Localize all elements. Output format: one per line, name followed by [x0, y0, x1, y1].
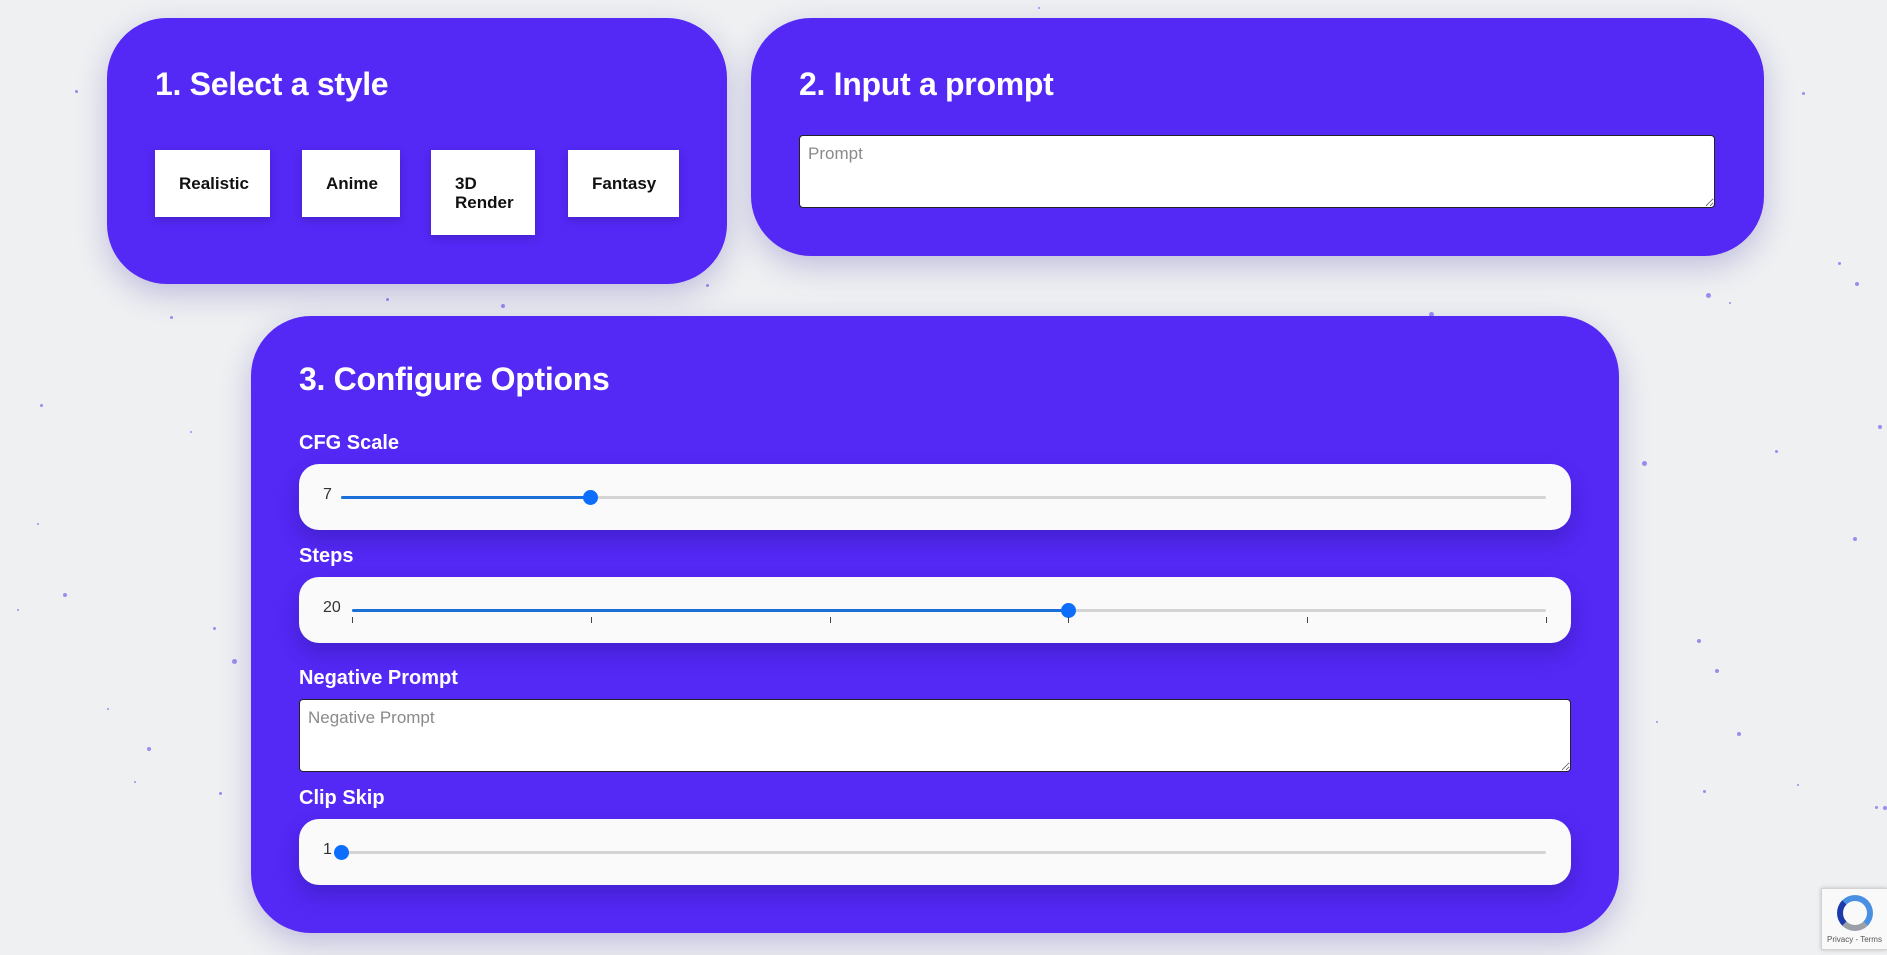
background-dot [170, 316, 173, 319]
background-dot [1853, 537, 1857, 541]
background-dot [147, 747, 151, 751]
background-dot [1838, 262, 1841, 265]
background-dot [501, 304, 505, 308]
cfg-scale-value: 7 [323, 486, 332, 503]
background-dot [1729, 302, 1731, 304]
background-dot [1875, 806, 1878, 809]
steps-thumb[interactable] [1060, 603, 1076, 618]
recaptcha-links[interactable]: Privacy - Terms [1827, 935, 1882, 944]
steps-tick [829, 617, 831, 623]
background-dot [1883, 806, 1887, 810]
background-dot [37, 523, 39, 525]
style-button-anime[interactable]: Anime [302, 150, 400, 217]
background-dot [1797, 784, 1799, 786]
steps-tick [1307, 617, 1309, 623]
clip-skip-track[interactable] [333, 845, 1546, 860]
style-button-fantasy[interactable]: Fantasy [568, 150, 679, 217]
background-dot [1703, 790, 1706, 793]
prompt-card: 2. Input a prompt [751, 18, 1764, 256]
background-dot [17, 609, 19, 611]
background-dot [1775, 450, 1778, 453]
prompt-card-title: 2. Input a prompt [799, 66, 1054, 102]
background-dot [1802, 92, 1805, 95]
background-dot [107, 708, 109, 710]
prompt-input[interactable] [799, 135, 1715, 208]
background-dot [706, 284, 709, 287]
background-dot [75, 90, 78, 93]
background-dot [63, 593, 67, 597]
style-button-3d-render-line1: 3D [455, 173, 477, 193]
clip-skip-label: Clip Skip [299, 787, 385, 809]
background-dot [40, 404, 43, 407]
steps-tick [1546, 617, 1547, 623]
background-dot [1642, 461, 1647, 466]
steps-value: 20 [323, 599, 341, 616]
clip-skip-thumb[interactable] [333, 845, 349, 860]
background-dot [232, 659, 237, 664]
background-dot [1737, 732, 1741, 736]
style-select-card: 1. Select a style Realistic Anime 3D Ren… [107, 18, 727, 284]
style-button-3d-render-line2: Render [455, 192, 514, 212]
steps-track[interactable] [352, 603, 1547, 623]
style-button-realistic[interactable]: Realistic [155, 150, 270, 217]
steps-tick [590, 617, 592, 623]
clip-skip-value: 1 [323, 841, 332, 858]
steps-fill [352, 609, 1069, 612]
steps-label: Steps [299, 545, 354, 567]
background-dot [1697, 639, 1701, 643]
background-dot [1878, 425, 1882, 429]
style-card-title: 1. Select a style [155, 66, 389, 102]
configure-options-card: 3. Configure Options CFG Scale 7 Steps 2… [251, 316, 1619, 933]
background-dot [190, 431, 192, 433]
style-button-3d-render[interactable]: 3D Render [431, 150, 535, 235]
steps-slider-box: 20 [299, 577, 1571, 643]
background-dot [1706, 293, 1711, 298]
recaptcha-badge[interactable]: Privacy - Terms [1821, 888, 1887, 950]
background-dot [213, 627, 216, 630]
cfg-scale-label: CFG Scale [299, 432, 400, 454]
background-dot [1715, 669, 1719, 673]
background-dot [1656, 721, 1658, 723]
background-dot [1038, 7, 1040, 9]
cfg-scale-track[interactable] [341, 490, 1546, 505]
steps-tick [1068, 617, 1070, 623]
background-dot [219, 792, 222, 795]
cfg-scale-thumb[interactable] [582, 490, 598, 505]
clip-skip-slider-box: 1 [299, 819, 1571, 885]
cfg-scale-fill [341, 496, 591, 499]
options-card-title: 3. Configure Options [299, 361, 610, 397]
negative-prompt-input[interactable] [299, 699, 1571, 772]
cfg-scale-slider-box: 7 [299, 464, 1571, 530]
steps-tick [352, 617, 353, 623]
background-dot [134, 781, 136, 783]
recaptcha-icon [1837, 895, 1873, 931]
negative-prompt-label: Negative Prompt [299, 667, 458, 689]
background-dot [1855, 282, 1859, 286]
background-dot [386, 298, 389, 301]
